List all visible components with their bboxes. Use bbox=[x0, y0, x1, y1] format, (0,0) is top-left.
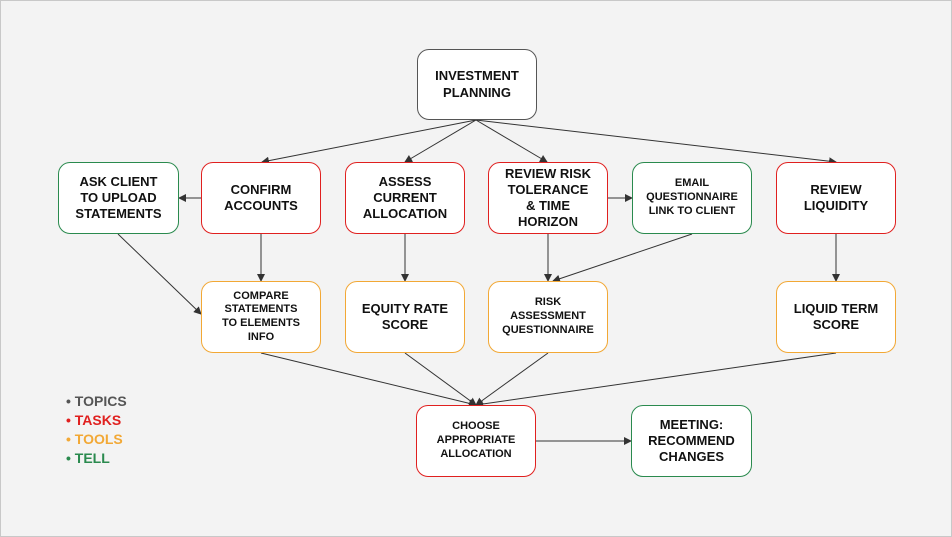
node-compare-statements[interactable]: COMPARE STATEMENTS TO ELEMENTS INFO bbox=[201, 281, 321, 353]
node-equity-rate-score[interactable]: EQUITY RATE SCORE bbox=[345, 281, 465, 353]
node-label: RISK ASSESSMENT QUESTIONNAIRE bbox=[502, 296, 594, 336]
edge-planning-to-assess bbox=[404, 119, 477, 163]
node-label: LIQUID TERM SCORE bbox=[793, 300, 879, 332]
edge-compare-to-choose bbox=[260, 352, 477, 408]
legend-tell: • TELL bbox=[66, 450, 110, 466]
node-confirm-accounts[interactable]: CONFIRM ACCOUNTS bbox=[201, 162, 321, 234]
node-investment-planning[interactable]: INVESTMENT PLANNING bbox=[417, 49, 537, 120]
node-email-questionnaire[interactable]: EMAIL QUESTIONNAIRE LINK TO CLIENT bbox=[632, 162, 752, 234]
node-label: MEETING: RECOMMEND CHANGES bbox=[648, 416, 735, 465]
node-risk-assessment[interactable]: RISK ASSESSMENT QUESTIONNAIRE bbox=[488, 281, 608, 353]
edge-email-to-questionnaire bbox=[552, 233, 693, 283]
edge-planning-to-liquidity bbox=[475, 119, 837, 166]
node-assess-current-allocation[interactable]: ASSESS CURRENT ALLOCATION bbox=[345, 162, 465, 234]
node-label: CONFIRM ACCOUNTS bbox=[224, 181, 298, 213]
legend: • TOPICS • TASKS • TOOLS • TELL bbox=[66, 392, 127, 468]
edge-ask-to-compare bbox=[117, 233, 202, 315]
node-label: ASSESS CURRENT ALLOCATION bbox=[362, 173, 448, 222]
legend-topics: • TOPICS bbox=[66, 393, 127, 409]
node-label: INVESTMENT PLANNING bbox=[435, 68, 519, 100]
legend-tools: • TOOLS bbox=[66, 431, 123, 447]
node-review-liquidity[interactable]: REVIEW LIQUIDITY bbox=[776, 162, 896, 234]
edge-planning-to-risk bbox=[475, 119, 548, 163]
legend-tasks: • TASKS bbox=[66, 412, 122, 428]
node-label: REVIEW RISK TOLERANCE & TIME HORIZON bbox=[505, 165, 591, 230]
node-label: EQUITY RATE SCORE bbox=[361, 300, 449, 332]
edge-questionnaire-to-choose bbox=[475, 352, 549, 406]
node-meeting[interactable]: MEETING: RECOMMEND CHANGES bbox=[631, 405, 752, 477]
node-label: ASK CLIENT TO UPLOAD STATEMENTS bbox=[75, 173, 162, 222]
node-review-risk[interactable]: REVIEW RISK TOLERANCE & TIME HORIZON bbox=[488, 162, 608, 234]
node-label: EMAIL QUESTIONNAIRE LINK TO CLIENT bbox=[646, 177, 738, 217]
node-label: REVIEW LIQUIDITY bbox=[803, 181, 869, 213]
node-label: CHOOSE APPROPRIATE ALLOCATION bbox=[436, 420, 516, 460]
edge-liquid-term-to-choose bbox=[475, 352, 837, 408]
node-choose-allocation[interactable]: CHOOSE APPROPRIATE ALLOCATION bbox=[416, 405, 536, 477]
node-label: COMPARE STATEMENTS TO ELEMENTS INFO bbox=[221, 289, 301, 343]
edge-equity-to-choose bbox=[404, 352, 477, 406]
node-liquid-term-score[interactable]: LIQUID TERM SCORE bbox=[776, 281, 896, 353]
edge-planning-to-confirm bbox=[261, 119, 477, 165]
node-ask-client[interactable]: ASK CLIENT TO UPLOAD STATEMENTS bbox=[58, 162, 179, 234]
